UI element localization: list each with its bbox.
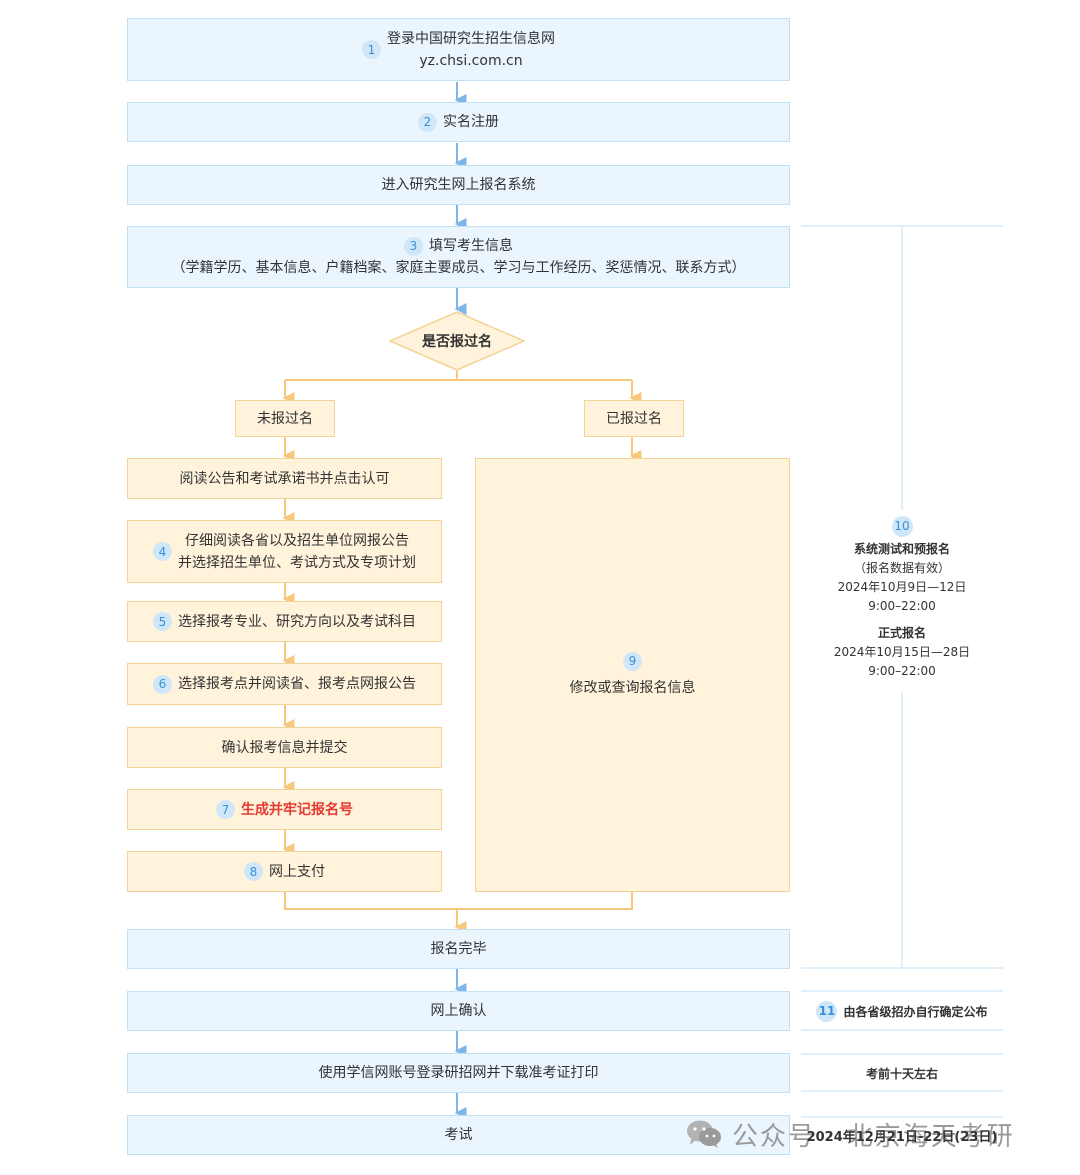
step-label: 网上支付 <box>269 863 325 880</box>
schedule-note: （报名数据有效） <box>853 561 950 575</box>
schedule-note: 由各省级招办自行确定公布 <box>843 1004 988 1019</box>
step-label: 填写考生信息 <box>429 238 513 254</box>
watermark-text: 公众号 · 北京海天考研 <box>732 1121 1015 1152</box>
branch-label: 已报过名 <box>606 410 662 427</box>
step-number-badge: 5 <box>153 612 172 631</box>
wechat-icon <box>687 1120 721 1148</box>
step-label: 选择报考专业、研究方向以及考试科目 <box>178 613 416 630</box>
step-online-confirmation: 网上确认 <box>127 991 790 1031</box>
step-label: 进入研究生网上报名系统 <box>381 177 536 193</box>
step-modify-query-info: 9 修改或查询报名信息 <box>475 458 790 892</box>
step-detail: （学籍学历、基本信息、户籍档案、家庭主要成员、学习与工作经历、奖惩情况、联系方式… <box>171 260 746 276</box>
watermark: 公众号 · 北京海天考研 <box>686 1114 1015 1154</box>
schedule-registration-period: 10 系统测试和预报名 （报名数据有效） 2024年10月9日—12日 9:00… <box>812 516 992 681</box>
step-confirm-submit: 确认报考信息并提交 <box>127 727 442 768</box>
step-label: 仔细阅读各省以及招生单位网报公告 <box>185 532 409 549</box>
step-registration-complete: 报名完毕 <box>127 929 790 969</box>
step-label: 考试 <box>444 1127 473 1143</box>
step-print-admission-ticket: 使用学信网账号登录研招网并下载准考证打印 <box>127 1053 790 1093</box>
step-label: 修改或查询报名信息 <box>569 679 696 696</box>
schedule-time: 9:00–22:00 <box>868 599 936 613</box>
step-number-badge: 11 <box>816 1000 838 1022</box>
step-label-highlight: 生成并牢记报名号 <box>241 801 353 818</box>
decision-registered-before: 是否报过名 <box>389 311 525 371</box>
schedule-date: 2024年10月15日—28日 <box>833 645 971 659</box>
step-number-badge: 7 <box>216 800 235 819</box>
step-number-badge: 2 <box>418 112 437 132</box>
step-select-major: 5 选择报考专业、研究方向以及考试科目 <box>127 601 442 642</box>
step-number-badge: 6 <box>153 674 172 694</box>
step-generate-registration-number: 7 生成并牢记报名号 <box>127 789 442 830</box>
step-real-name-registration: 2 实名注册 <box>127 102 790 142</box>
step-number-badge: 1 <box>362 40 381 59</box>
schedule-time: 9:00–22:00 <box>868 664 936 678</box>
step-number-badge: 3 <box>404 236 423 256</box>
schedule-date: 2024年10月9日—12日 <box>837 580 967 594</box>
schedule-title: 系统测试和预报名 <box>853 542 950 556</box>
step-read-notice: 阅读公告和考试承诺书并点击认可 <box>127 458 442 499</box>
schedule-note: 考前十天左右 <box>865 1066 938 1081</box>
schedule-exam-date: 2024年12月21日-22日(23日) <box>801 1117 1003 1153</box>
branch-not-registered: 未报过名 <box>235 400 335 437</box>
branch-registered: 已报过名 <box>584 400 684 437</box>
step-exam: 考试 <box>127 1115 790 1155</box>
step-number-badge: 10 <box>891 516 913 537</box>
branch-label: 未报过名 <box>257 410 313 427</box>
step-read-provincial-notice: 4 仔细阅读各省以及招生单位网报公告 并选择招生单位、考试方式及专项计划 <box>127 520 442 583</box>
schedule-print-time: 考前十天左右 <box>801 1055 1003 1091</box>
schedule-title: 正式报名 <box>877 626 926 640</box>
step-label: 确认报考信息并提交 <box>221 739 348 756</box>
schedule-note: 2024年12月21日-22日(23日) <box>806 1129 998 1145</box>
step-fill-info: 3 填写考生信息 （学籍学历、基本信息、户籍档案、家庭主要成员、学习与工作经历、… <box>127 226 790 288</box>
step-login-url: yz.chsi.com.cn <box>419 52 523 69</box>
merge-line <box>284 892 633 910</box>
schedule-confirmation-note: 11 由各省级招办自行确定公布 <box>801 992 1003 1030</box>
step-number-badge: 9 <box>623 651 642 671</box>
step-online-payment: 8 网上支付 <box>127 851 442 892</box>
step-label: 网上确认 <box>430 1003 487 1019</box>
step-label: 实名注册 <box>443 114 499 130</box>
decision-label: 是否报过名 <box>422 334 492 350</box>
step-number-badge: 8 <box>244 862 263 881</box>
step-number-badge: 4 <box>153 542 172 561</box>
step-login-label: 登录中国研究生招生信息网 <box>387 30 555 47</box>
step-label: 阅读公告和考试承诺书并点击认可 <box>179 470 390 487</box>
step-label: 选择报考点并阅读省、报考点网报公告 <box>178 676 416 692</box>
step-label: 使用学信网账号登录研招网并下载准考证打印 <box>318 1065 599 1081</box>
step-label: 报名完毕 <box>430 941 487 957</box>
step-enter-system: 进入研究生网上报名系统 <box>127 165 790 205</box>
step-select-exam-site: 6 选择报考点并阅读省、报考点网报公告 <box>127 663 442 705</box>
step-label-line2: 并选择招生单位、考试方式及专项计划 <box>178 554 416 571</box>
step-login-site: 1 登录中国研究生招生信息网 yz.chsi.com.cn <box>127 18 790 81</box>
